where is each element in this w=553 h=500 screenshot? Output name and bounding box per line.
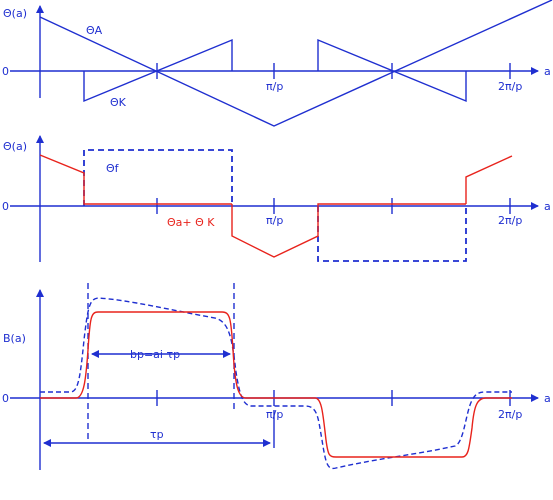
p3-ylabel: B(a) [3,332,26,345]
theta-sum-segment-3 [465,155,513,204]
p3-label-bp: bp=ai τp [130,348,180,361]
p1-tick-2pi-label: 2π/p [498,80,522,93]
p2-label-theta-sum: Θa+ Θ K [167,216,215,229]
theta-f-dashed-2 [317,206,467,262]
theta-k-line [83,38,233,103]
panel-3 [10,283,539,470]
b-field-dashed [40,297,512,470]
p1-label-theta-a: ΘA [86,24,103,37]
theta-k-line-2 [317,38,467,103]
p3-xlabel: a [544,392,551,405]
p2-ylabel: Θ(a) [3,140,27,153]
p2-tick-pi-label: π/p [266,214,283,227]
p1-xlabel: a [544,65,551,78]
p1-origin: 0 [2,65,9,78]
p3-tick-2pi-label: 2π/p [498,408,522,421]
theta-sum-segment-1 [39,154,232,205]
p3-label-tau: τp [150,428,164,441]
panel-1 [10,0,553,127]
p1-tick-pi-label: π/p [266,80,283,93]
p2-origin: 0 [2,200,9,213]
p2-label-theta-f: Θf [106,162,120,175]
p3-tick-pi-label: π/p [266,408,283,421]
p1-ylabel: Θ(a) [3,7,27,20]
theta-sum-curve [39,154,513,258]
p1-label-theta-k: ΘK [110,96,127,109]
p3-origin: 0 [2,392,9,405]
panel-2 [10,135,539,262]
theta-f-dashed [83,149,233,206]
p2-tick-2pi-label: 2π/p [498,214,522,227]
p2-xlabel: a [544,200,551,213]
b-field-solid [40,311,512,458]
theta-a-line [39,0,553,127]
theta-sum-segment-2 [231,203,466,258]
